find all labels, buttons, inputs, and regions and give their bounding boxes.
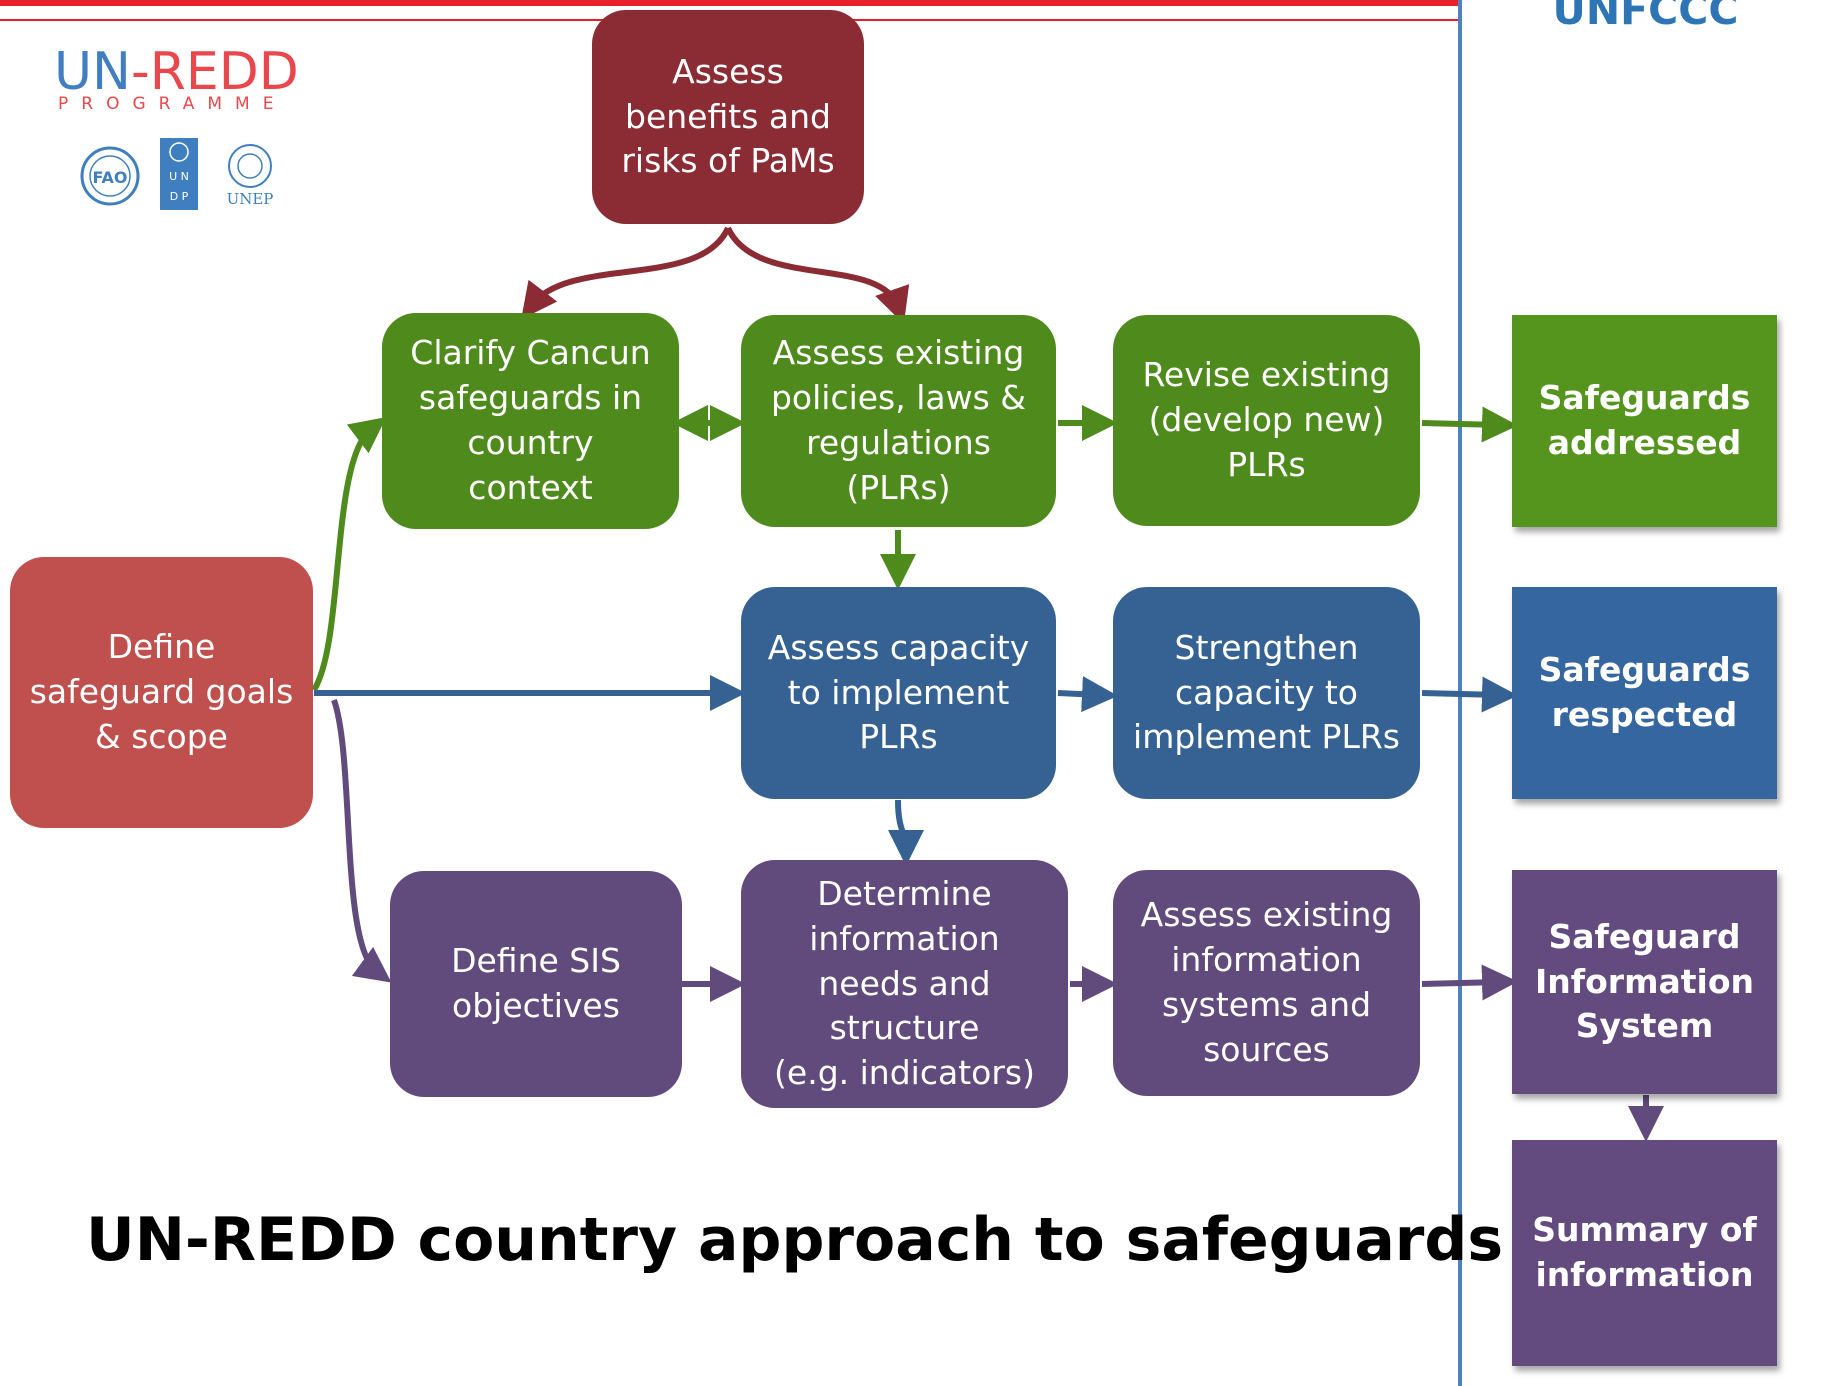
node-revise-plrs: Revise existing (develop new) PLRs bbox=[1113, 315, 1420, 526]
svg-text:UNEP: UNEP bbox=[227, 190, 274, 208]
node-assess-benefits: Assess benefits and risks of PaMs bbox=[592, 10, 864, 224]
page-title: UN-REDD country approach to safeguards bbox=[86, 1205, 1504, 1275]
undp-logo-icon: U N D P bbox=[160, 138, 198, 210]
un-redd-logo: UN-REDD bbox=[54, 42, 299, 102]
top-accent-bar bbox=[0, 0, 1459, 6]
arrow-benefits-to-cancun bbox=[521, 226, 731, 320]
node-define-sis: Define SIS objectives bbox=[390, 871, 682, 1097]
svg-text:FAO: FAO bbox=[92, 168, 127, 187]
arrow-capacity-to-determine bbox=[887, 799, 924, 866]
outcome-safeguards-respected: Safeguards respected bbox=[1512, 587, 1777, 799]
node-assess-info-systems: Assess existing information systems and … bbox=[1113, 870, 1420, 1096]
arrow-benefits-to-plrs bbox=[725, 226, 910, 324]
unep-logo-icon: UNEP bbox=[227, 144, 274, 208]
programme-subtitle: PROGRAMME bbox=[58, 94, 287, 114]
node-define-goals: Define safeguard goals & scope bbox=[10, 557, 313, 828]
unfccc-header: UNFCCC bbox=[1552, 0, 1739, 34]
outcome-summary-of-information: Summary of information bbox=[1512, 1140, 1777, 1366]
outcome-safeguards-addressed: Safeguards addressed bbox=[1512, 315, 1777, 527]
node-assess-plrs: Assess existing policies, laws & regulat… bbox=[741, 315, 1056, 527]
arrow-goals-to-sis bbox=[331, 699, 392, 983]
svg-text:U N: U N bbox=[169, 170, 189, 183]
node-clarify-cancun: Clarify Cancun safeguards in country con… bbox=[382, 313, 679, 529]
arrow-goals-to-cancun bbox=[311, 417, 387, 692]
node-determine-info: Determine information needs and structur… bbox=[741, 860, 1068, 1108]
fao-logo-icon: FAO bbox=[80, 146, 140, 206]
arrow-strengthen-to-respected bbox=[1421, 676, 1518, 713]
svg-text:D P: D P bbox=[170, 190, 189, 203]
arrow-revise-to-addressed bbox=[1421, 406, 1518, 443]
node-strengthen-capacity: Strengthen capacity to implement PLRs bbox=[1113, 587, 1420, 799]
arrow-assess-info-to-sis-output bbox=[1421, 964, 1518, 1001]
arrow-capacity-to-strengthen bbox=[1057, 676, 1118, 713]
node-assess-capacity: Assess capacity to implement PLRs bbox=[741, 587, 1056, 799]
outcome-safeguard-information-system: Safeguard Information System bbox=[1512, 870, 1777, 1094]
